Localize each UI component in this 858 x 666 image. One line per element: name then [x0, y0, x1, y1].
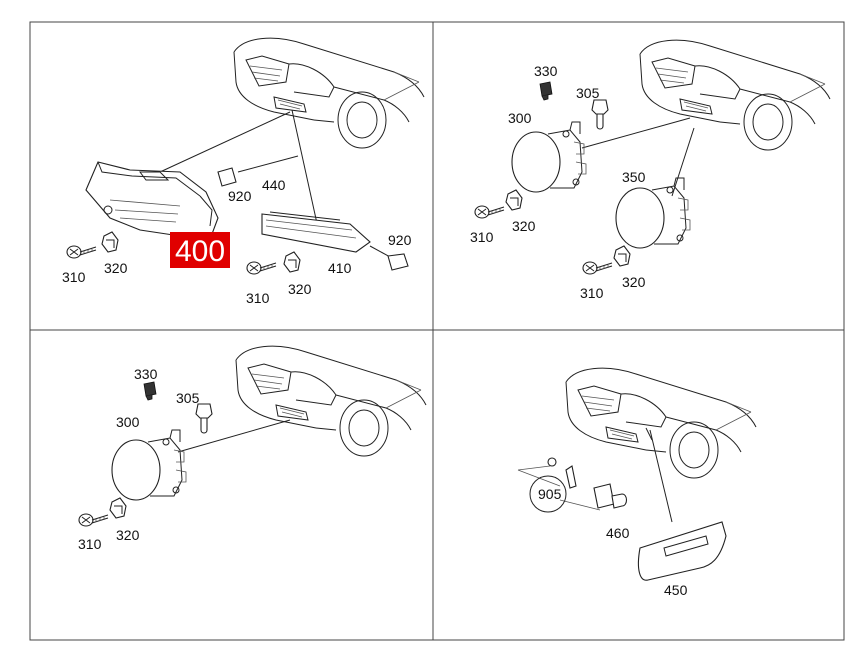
bulb-305-shape-3 [195, 403, 213, 434]
screw-310b-shape [246, 261, 277, 275]
headlamp-assembly [85, 161, 219, 237]
panel-fog-lamps: 330 305 300 350 310 320 310 320 [470, 39, 831, 301]
clip-320b-shape [283, 251, 301, 273]
label-450: 450 [664, 582, 688, 598]
panel-fog-lamp-single: 330 305 300 310 320 [78, 345, 427, 552]
clip-920b-shape [387, 253, 409, 271]
screw-310a-shape-2 [474, 205, 505, 219]
car-front-outline-2 [639, 39, 831, 151]
label-320a: 320 [104, 260, 128, 276]
highlight-400-box [170, 232, 230, 268]
socket-shape [593, 483, 615, 509]
label-310-3: 310 [78, 536, 102, 552]
panel-grid [29, 21, 845, 641]
panel-headlamp: 400 920 440 410 920 310 320 310 320 [62, 37, 425, 306]
fog-lamp-300-shape-3 [111, 429, 187, 501]
car-front-outline-4 [565, 367, 757, 479]
label-310a-2: 310 [470, 229, 494, 245]
fog-lamp-300-shape [511, 121, 587, 193]
screw-310-shape-3 [78, 513, 109, 527]
label-920a: 920 [228, 188, 252, 204]
clip-320-shape-3 [109, 497, 127, 519]
label-905: 905 [538, 486, 562, 502]
clip-905-shape [565, 465, 577, 489]
label-310b: 310 [246, 290, 270, 306]
bulb-460-shape [611, 493, 628, 509]
label-460: 460 [606, 525, 630, 541]
label-350: 350 [622, 169, 646, 185]
label-320-3: 320 [116, 527, 140, 543]
label-330-3: 330 [134, 366, 158, 382]
label-440: 440 [262, 177, 286, 193]
nut-905-shape [547, 457, 557, 467]
drl-strip [261, 211, 371, 253]
screw-310a-shape [66, 245, 97, 259]
label-410: 410 [328, 260, 352, 276]
car-front-outline [233, 37, 425, 149]
label-300-3: 300 [116, 414, 140, 430]
clip-320a-shape-2 [505, 189, 523, 211]
label-320a-2: 320 [512, 218, 536, 234]
car-front-outline-3 [235, 345, 427, 457]
label-310b-2: 310 [580, 285, 604, 301]
label-305: 305 [576, 85, 600, 101]
clip-320a-shape [101, 231, 119, 253]
label-320b-2: 320 [622, 274, 646, 290]
connector-330-shape-3 [143, 381, 157, 401]
screw-310b-shape-2 [582, 261, 613, 275]
bulb-305-shape [591, 99, 609, 130]
label-300: 300 [508, 110, 532, 126]
label-305-3: 305 [176, 390, 200, 406]
label-330: 330 [534, 63, 558, 79]
clip-920-shape [217, 167, 237, 187]
panel-side-marker: 905 460 450 [517, 367, 757, 598]
label-920b: 920 [388, 232, 412, 248]
clip-320b-shape-2 [613, 245, 631, 267]
label-320b: 320 [288, 281, 312, 297]
side-marker-450-shape [637, 521, 727, 581]
connector-330-shape [539, 81, 553, 101]
label-310a: 310 [62, 269, 86, 285]
fog-lamp-350-shape [615, 177, 691, 249]
highlight-400-label: 400 [175, 235, 225, 268]
